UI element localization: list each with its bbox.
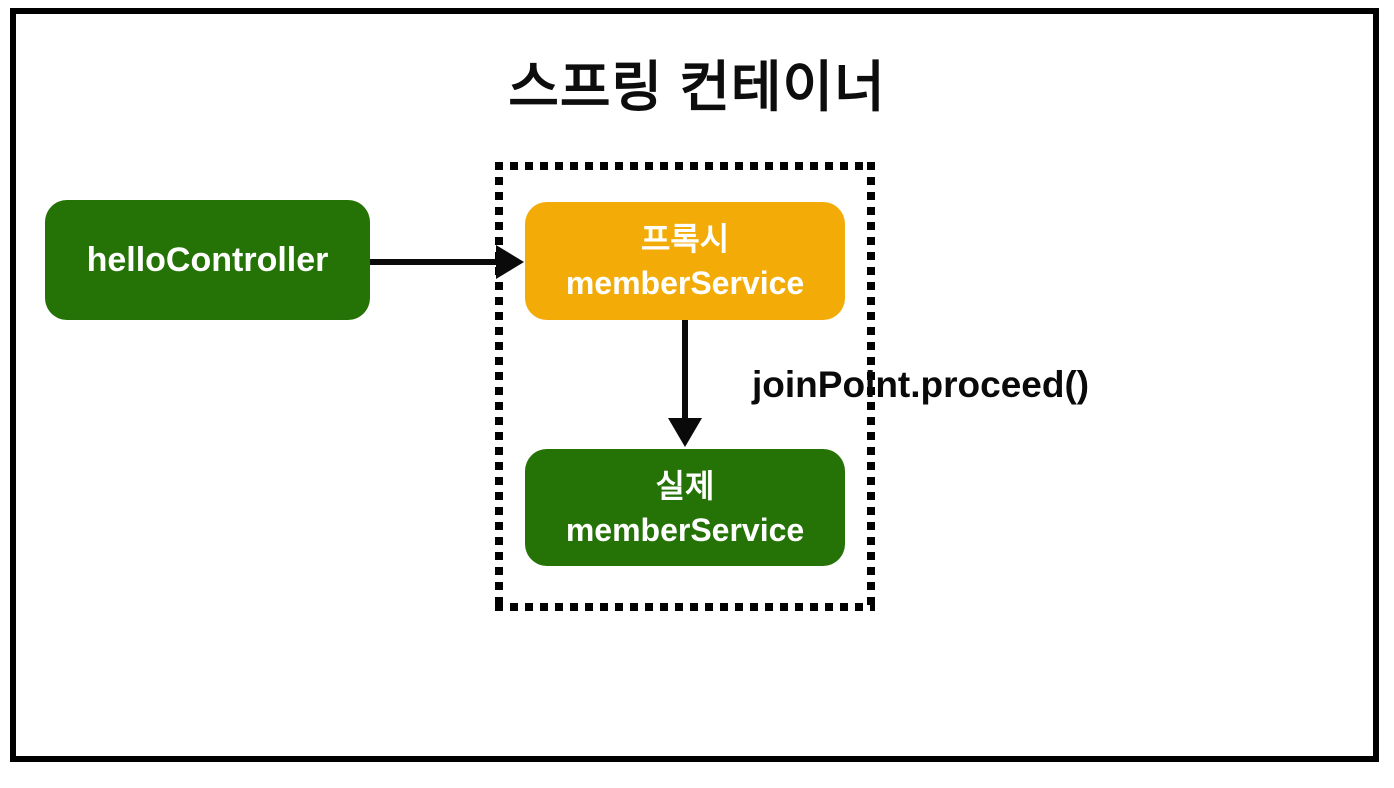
node-real-member-service: 실제 memberService	[525, 449, 845, 566]
boundary-edge-right	[867, 162, 875, 611]
arrow-proxy-to-real-head-icon	[668, 418, 702, 447]
node-proxy-label-line1: 프록시	[640, 221, 730, 257]
boundary-edge-bottom	[495, 603, 875, 611]
outer-frame	[10, 8, 1379, 762]
node-proxy-member-service: 프록시 memberService	[525, 202, 845, 320]
node-real-label-line1: 실제	[655, 467, 715, 504]
node-real-label-line2: memberService	[565, 511, 805, 548]
arrow-hello-to-proxy-line	[370, 259, 498, 265]
boundary-edge-left	[495, 162, 503, 611]
spring-container-boundary	[495, 162, 875, 611]
node-hello-controller-label: helloController	[86, 240, 329, 279]
joinpoint-proceed-label: joinPoint.proceed()	[752, 364, 1090, 405]
arrow-hello-to-proxy-head-icon	[496, 245, 524, 279]
boundary-edge-top	[495, 162, 875, 170]
node-proxy-label-line2: memberService	[565, 265, 805, 301]
arrow-proxy-to-real-line	[682, 320, 688, 420]
node-hello-controller: helloController	[45, 200, 370, 320]
diagram-title: 스프링 컨테이너	[508, 56, 886, 118]
